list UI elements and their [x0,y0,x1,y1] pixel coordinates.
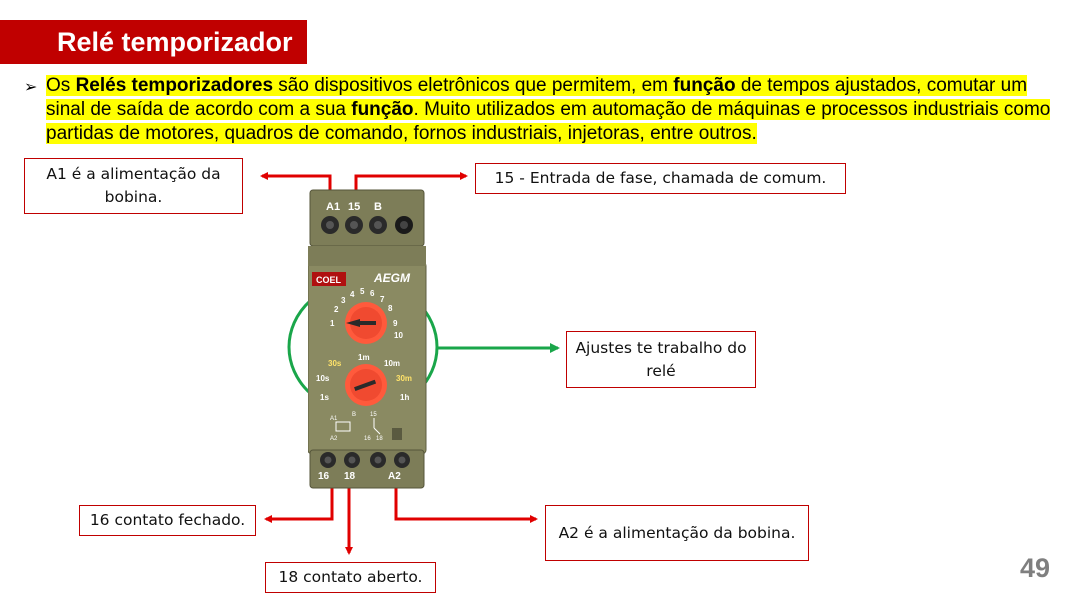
arrow-16 [264,488,334,523]
dial-top-label-3: 3 [341,296,346,305]
bullet-arrow-icon: ➢ [24,77,38,96]
callout-18: 18 contato aberto. [265,562,436,593]
terminal-label-18: 18 [344,471,356,482]
dial-bottom-label-1s: 1s [320,393,329,402]
intro-text-part: são dispositivos eletrônicos que permite… [273,75,674,96]
dial-top-label-1: 1 [330,319,335,328]
slide-title: Relé temporizador [57,27,293,57]
arrow-15 [354,172,468,192]
terminal-label-15: 15 [348,201,360,213]
callout-a2: A2 é a alimentação da bobina. [545,505,809,561]
intro-text-part: Relés temporizadores [75,75,274,96]
title-bar [0,20,307,64]
circuit-label-b: B [352,412,356,418]
dial-bottom-label-30m: 30m [396,374,412,383]
intro-text-part: função [351,99,414,120]
arrow-a2 [394,488,538,523]
intro-text-part: Os [46,75,76,96]
relay-brand: COEL [316,275,342,285]
terminal-label-a2: A2 [388,471,401,482]
terminal-label-b: B [374,201,382,213]
callout-a1: A1 é a alimentação da bobina. [24,158,243,214]
dial-top-label-8: 8 [388,304,393,313]
terminal-label-a1: A1 [326,201,340,213]
circuit-label-18: 18 [376,436,383,442]
dial-bottom-label-10m: 10m [384,359,400,368]
relay-model: AEGM [373,271,411,285]
dial-top-label-2: 2 [334,305,339,314]
circuit-label-16: 16 [364,436,371,442]
dial-top-label-9: 9 [393,319,398,328]
relay-illustration: A1 15 B COEL AEGM 1 2 3 4 5 6 7 8 9 10 1… [308,189,427,489]
circuit-label-15: 15 [370,412,377,418]
intro-text-part: função [673,75,736,96]
dial-top-label-6: 6 [370,289,375,298]
callout-16: 16 contato fechado. [79,505,256,536]
dial-bottom-label-30s: 30s [328,359,342,368]
dial-top-label-4: 4 [350,290,355,299]
intro-paragraph: Os Relés temporizadores são dispositivos… [46,74,1066,146]
dial-bottom-label-1h: 1h [400,393,409,402]
page-number: 49 [1020,553,1051,583]
arrow-a1 [260,172,332,192]
circuit-label-a1: A1 [330,416,338,422]
terminal-label-16: 16 [318,471,330,482]
circuit-label-a2: A2 [330,436,338,442]
dial-bottom-label-1m: 1m [358,353,370,362]
callout-15: 15 - Entrada de fase, chamada de comum. [475,163,846,194]
dial-top-label-5: 5 [360,287,365,296]
dial-top-label-7: 7 [380,295,385,304]
dial-top-label-10: 10 [394,331,403,340]
dial-bottom-label-10s: 10s [316,374,330,383]
callout-ajustes: Ajustes te trabalho do relé [566,331,756,388]
